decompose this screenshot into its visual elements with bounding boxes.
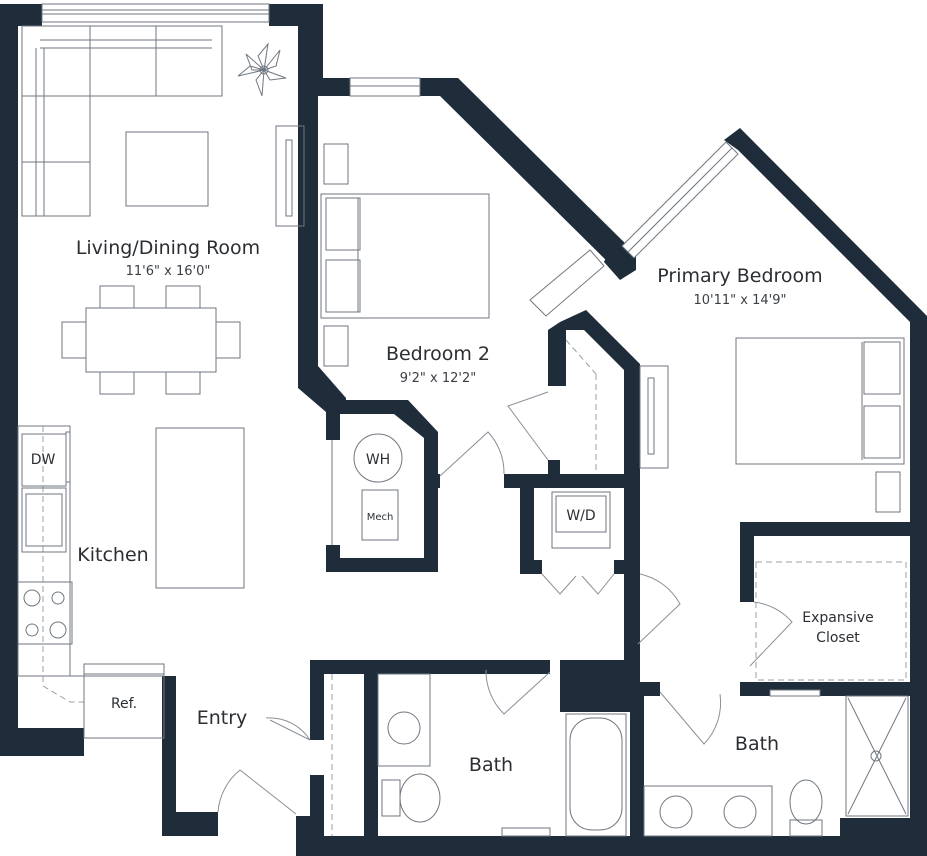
doors: [217, 391, 793, 815]
kitchen-fixtures: [17, 425, 245, 739]
room-dims-bedroom2: 9'2" x 12'2": [400, 371, 476, 386]
room-label-closet-line1: Expansive: [802, 610, 874, 626]
living-furniture: [21, 25, 305, 395]
room-dims-living: 11'6" x 16'0": [126, 264, 211, 279]
primary-furniture: [565, 337, 907, 681]
room-dims-primary: 10'11" x 14'9": [694, 293, 787, 308]
room-label-primary: Primary Bedroom: [657, 265, 822, 287]
label-dishwasher: DW: [31, 452, 56, 468]
room-label-bath2: Bath: [735, 733, 779, 755]
bedroom2-furniture: [320, 143, 490, 545]
room-label-closet-line2: Closet: [816, 630, 860, 646]
label-washer-dryer: W/D: [566, 508, 595, 524]
room-label-bath1: Bath: [469, 754, 513, 776]
room-label-entry: Entry: [197, 707, 248, 729]
bath2-fixtures: [643, 695, 909, 837]
bath1-fixtures: [331, 673, 627, 837]
walls: [0, 4, 927, 856]
room-label-bedroom2: Bedroom 2: [386, 343, 490, 365]
room-label-living: Living/Dining Room: [76, 237, 260, 259]
label-refrigerator: Ref.: [111, 696, 137, 712]
room-label-kitchen: Kitchen: [77, 544, 148, 566]
plant-icon: [237, 42, 287, 97]
washer-dryer: [551, 491, 611, 549]
windows: [41, 3, 821, 697]
label-water-heater: WH: [366, 452, 390, 468]
label-mech: Mech: [367, 512, 394, 523]
